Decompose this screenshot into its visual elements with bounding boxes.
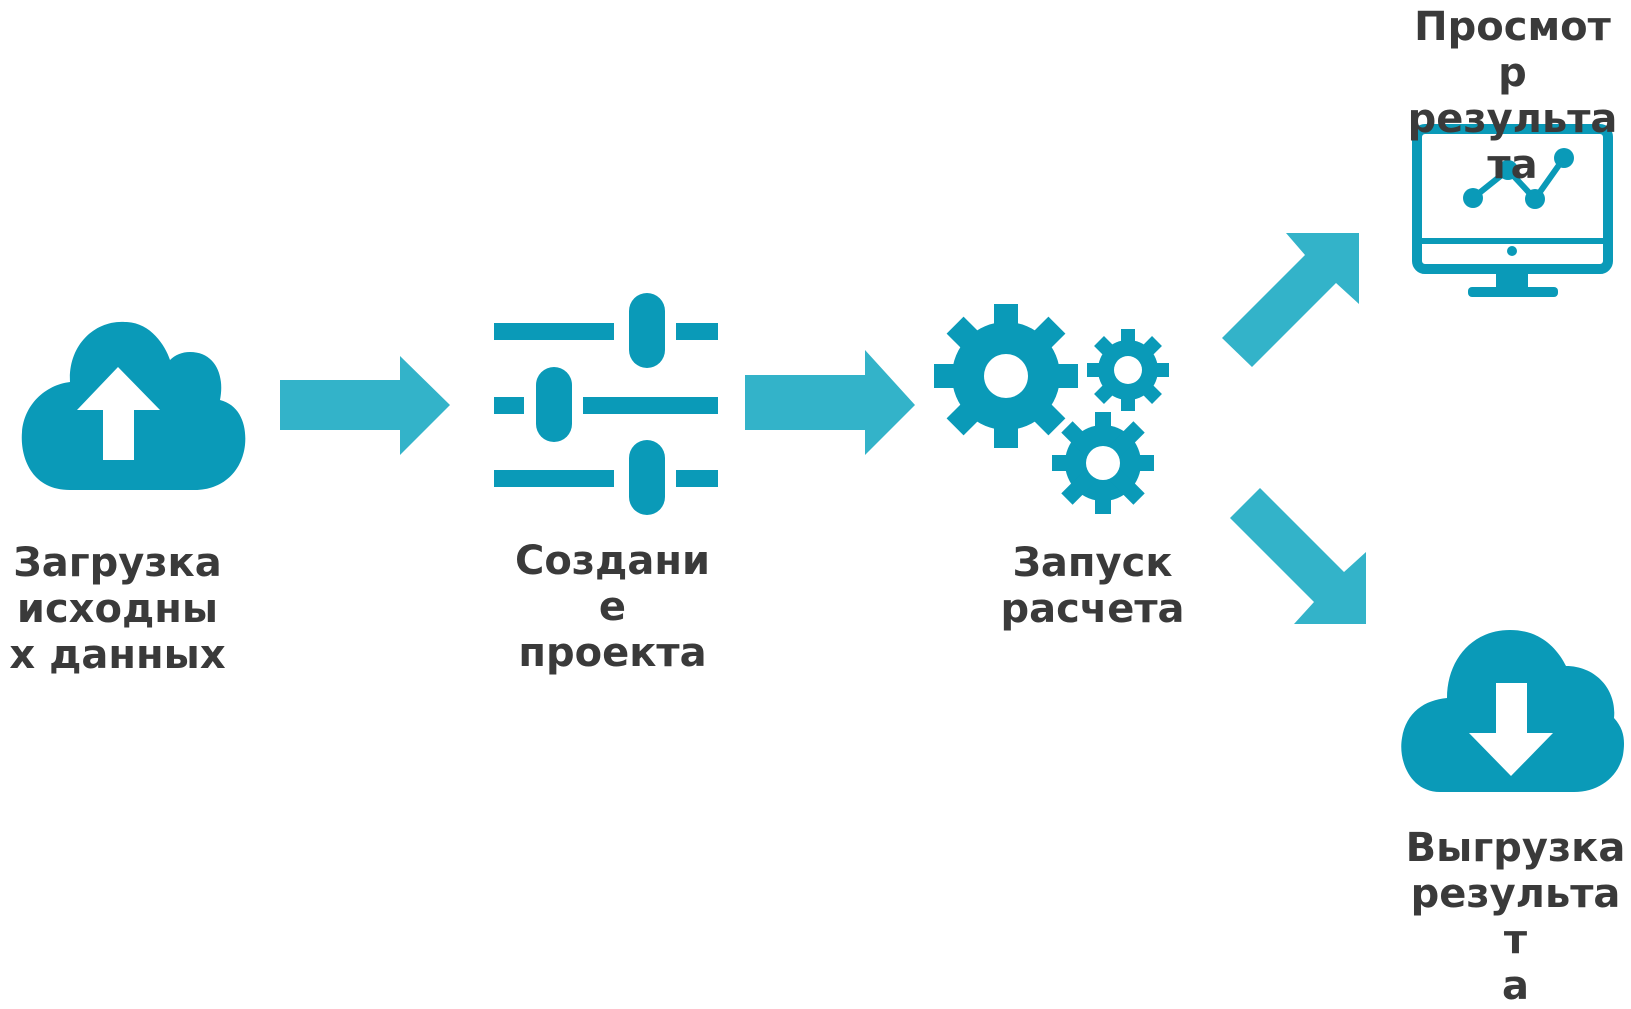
step-label-line: результа [1407,96,1618,142]
step-label-run: Запуск расчета [985,540,1200,632]
step-label-line: проекта [518,630,707,676]
process-diagram [21,124,1625,792]
arrow-up-right-icon [1222,233,1359,367]
step-label-create-project: Создани е проекта [505,538,720,676]
step-label-line: Выгрузка [1405,825,1626,871]
step-label-line: е [598,584,627,630]
step-label-line: исходны [16,586,219,632]
step-label-line: Создани [514,538,711,584]
step-label-line: Запуск [1012,540,1173,586]
step-label-download-result: Выгрузка результат а [1400,825,1631,1009]
step-label-view-result: Просмот р результа та [1405,4,1620,188]
arrow-down-right-icon [1230,488,1366,624]
step-label-line: результат [1410,871,1621,963]
step-label-line: Просмот [1414,4,1611,50]
step-label-line: а [1502,963,1529,1009]
step-label-line: р [1498,50,1527,96]
arrow-right-icon [280,356,450,455]
step-label-line: та [1487,142,1538,188]
cloud-upload-icon [21,321,246,490]
step-label-line: расчета [1000,586,1185,632]
step-label-line: Загрузка [13,540,222,586]
sliders-icon [494,293,718,515]
monitor-chart-icon [1412,124,1613,297]
step-label-upload: Загрузка исходны х данных [0,540,235,678]
step-label-line: х данных [9,632,226,678]
arrow-right-icon [745,350,915,455]
cloud-download-icon [1401,630,1625,792]
gears-icon [934,304,1169,514]
